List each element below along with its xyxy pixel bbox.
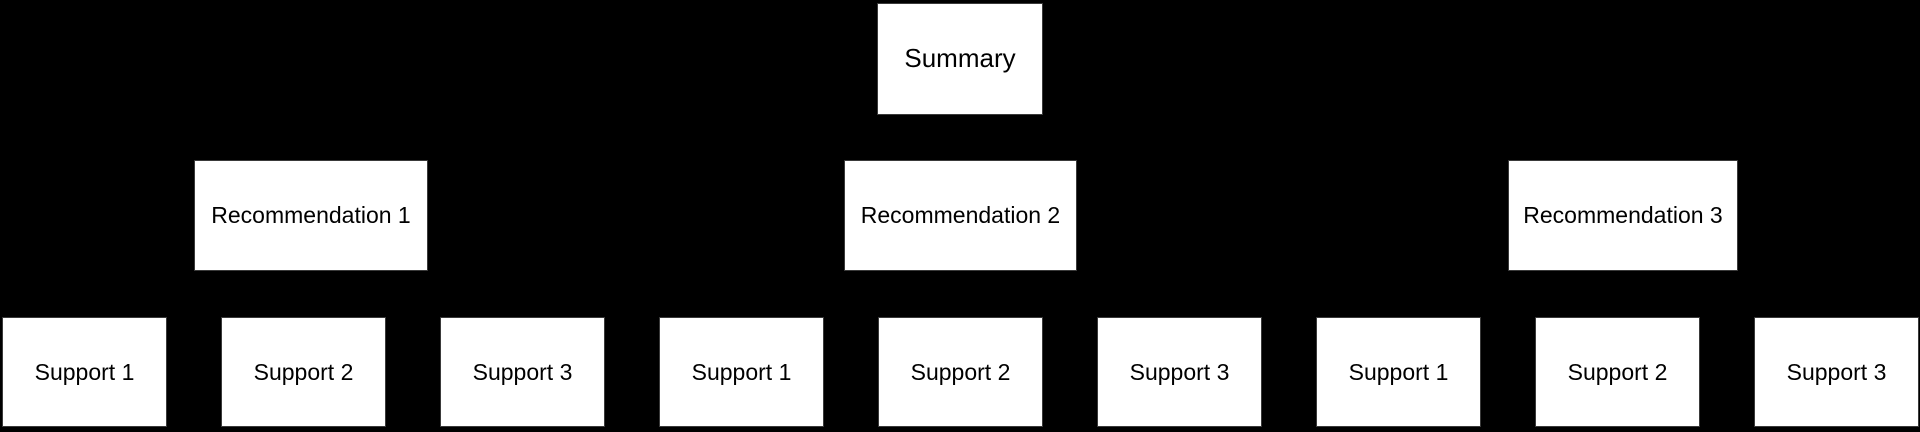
- node-support-3-1: Support 1: [1316, 317, 1481, 427]
- node-recommendation-3-label: Recommendation 3: [1523, 202, 1723, 229]
- node-support-2-3-label: Support 3: [1129, 358, 1230, 385]
- node-support-3-2: Support 2: [1535, 317, 1700, 427]
- node-support-1-3: Support 3: [440, 317, 605, 427]
- node-support-2-1: Support 1: [659, 317, 824, 427]
- node-support-3-3: Support 3: [1754, 317, 1919, 427]
- node-support-1-3-label: Support 3: [472, 358, 573, 385]
- node-recommendation-3: Recommendation 3: [1508, 160, 1738, 271]
- node-support-3-1-label: Support 1: [1348, 358, 1449, 385]
- node-support-2-3: Support 3: [1097, 317, 1262, 427]
- node-recommendation-1: Recommendation 1: [194, 160, 428, 271]
- node-support-2-1-label: Support 1: [691, 358, 792, 385]
- node-support-1-1-label: Support 1: [34, 358, 135, 385]
- node-support-1-2: Support 2: [221, 317, 386, 427]
- node-support-2-2: Support 2: [878, 317, 1043, 427]
- node-recommendation-2: Recommendation 2: [844, 160, 1077, 271]
- node-recommendation-1-label: Recommendation 1: [211, 202, 411, 229]
- node-support-2-2-label: Support 2: [910, 358, 1011, 385]
- node-summary-label: Summary: [904, 43, 1016, 74]
- node-support-1-2-label: Support 2: [253, 358, 354, 385]
- node-summary: Summary: [877, 3, 1043, 115]
- node-support-1-1: Support 1: [2, 317, 167, 427]
- node-recommendation-2-label: Recommendation 2: [860, 202, 1061, 229]
- node-support-3-3-label: Support 3: [1786, 358, 1887, 385]
- node-support-3-2-label: Support 2: [1567, 358, 1668, 385]
